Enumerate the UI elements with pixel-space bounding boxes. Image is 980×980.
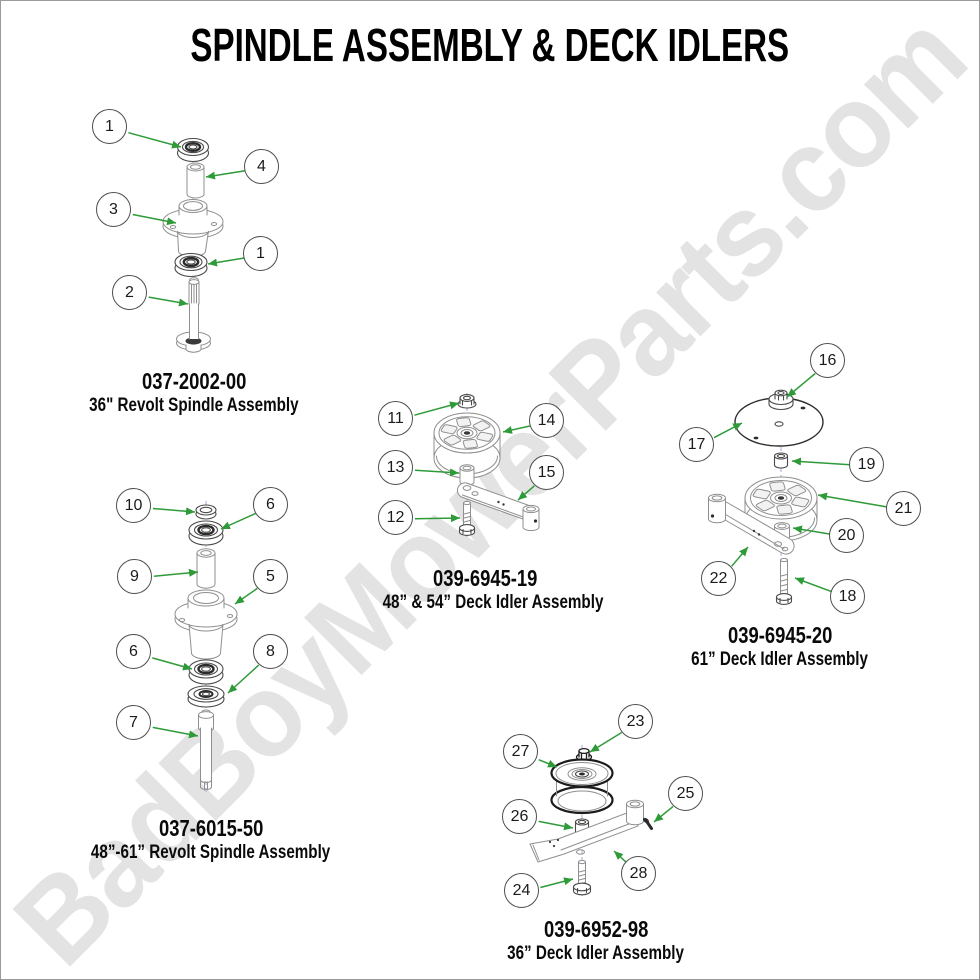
idler-36-drawing: [529, 745, 653, 899]
callout-balloon: 3: [96, 192, 131, 227]
callout-balloon: 10: [116, 488, 151, 523]
assembly-label: 037-2002-00 36" Revolt Spindle Assembly: [44, 368, 344, 418]
callout-balloon: 22: [701, 561, 736, 596]
part-name: 36" Revolt Spindle Assembly: [89, 395, 299, 416]
part-number: 039-6945-20: [727, 622, 833, 648]
callout-balloon: 24: [504, 873, 539, 908]
callout-balloon: 1: [243, 236, 278, 271]
part-name: 48” & 54” Deck Idler Assembly: [382, 592, 604, 613]
part-name: 36” Deck Idler Assembly: [507, 943, 685, 964]
callout-balloon: 15: [529, 455, 564, 490]
callout-balloon: 8: [253, 634, 288, 669]
callout-balloon: 25: [668, 776, 703, 811]
callout-balloon: 17: [679, 427, 714, 462]
callout-balloon: 12: [378, 500, 413, 535]
assembly-label: 039-6945-19 48” & 54” Deck Idler Assembl…: [355, 565, 615, 615]
part-name: 61” Deck Idler Assembly: [691, 649, 869, 670]
page-title: SPINDLE ASSEMBLY & DECK IDLERS: [1, 19, 979, 71]
idler-48-54-drawing: [433, 393, 540, 537]
callout-balloon: 19: [849, 447, 884, 482]
callout-balloon: 28: [621, 856, 656, 891]
spindle-36-drawing: [162, 137, 224, 353]
callout-balloon: 6: [116, 634, 151, 669]
assembly-label: 039-6952-98 36” Deck Idler Assembly: [466, 916, 726, 966]
callout-balloon: 18: [830, 579, 865, 614]
callout-balloon: 23: [618, 704, 653, 739]
page-title-text: SPINDLE ASSEMBLY & DECK IDLERS: [190, 19, 790, 71]
callout-balloon: 4: [244, 149, 279, 184]
callout-balloon: 7: [116, 705, 151, 740]
part-number: 037-6015-50: [158, 815, 264, 841]
callout-balloon: 5: [253, 559, 288, 594]
callout-balloon: 27: [503, 734, 538, 769]
callout-balloon: 2: [112, 275, 147, 310]
assembly-label: 039-6945-20 61” Deck Idler Assembly: [650, 622, 910, 672]
part-number: 039-6945-19: [432, 565, 538, 591]
part-name: 48”-61” Revolt Spindle Assembly: [91, 842, 331, 863]
callout-balloon: 21: [886, 491, 921, 526]
spindle-48-61-drawing: [174, 501, 238, 794]
part-number: 037-2002-00: [141, 368, 247, 394]
assembly-label: 037-6015-50 48”-61” Revolt Spindle Assem…: [51, 815, 371, 865]
callout-balloon: 14: [529, 403, 564, 438]
callout-balloon: 6: [253, 487, 288, 522]
callout-balloon: 26: [502, 799, 537, 834]
callout-balloon: 16: [810, 343, 845, 378]
part-number: 039-6952-98: [543, 916, 649, 942]
callout-balloon: 9: [117, 559, 152, 594]
leader-arrows: [128, 131, 888, 889]
callout-balloon: 11: [378, 401, 413, 436]
callout-balloon: 13: [378, 450, 413, 485]
callout-balloon: 20: [829, 518, 864, 553]
callout-balloon: 1: [92, 109, 127, 144]
